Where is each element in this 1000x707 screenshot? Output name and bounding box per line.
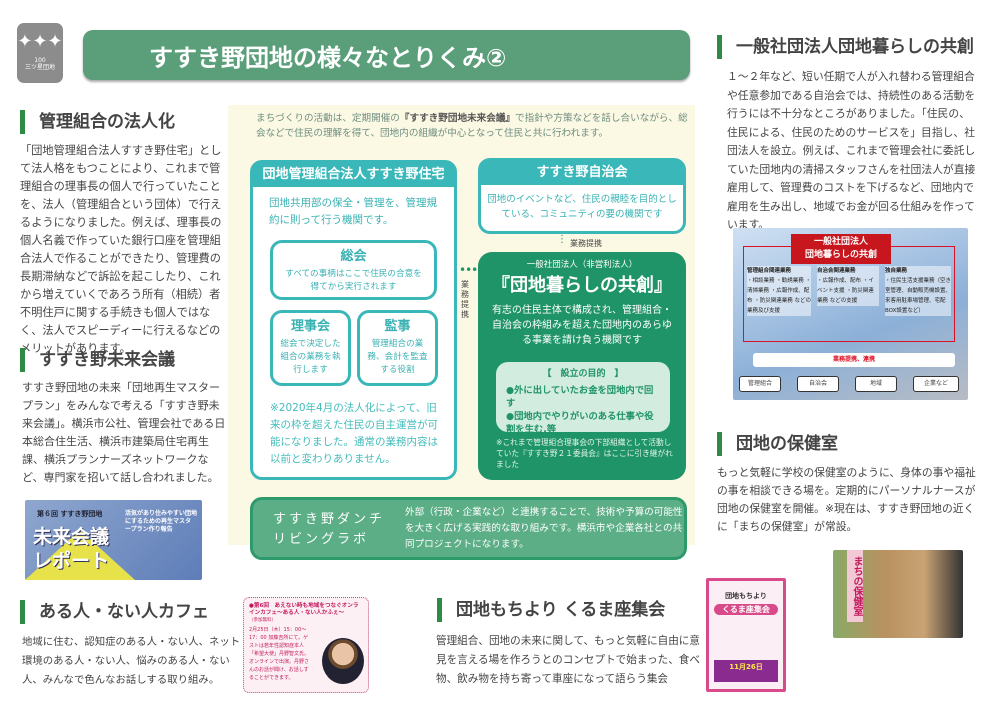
heading-houjinka: 管理組合の法人化 [20,110,175,134]
kanri-note: ※2020年4月の法人化によって、旧来の枠を超えた住民の自主運営が可能になりまし… [270,402,438,465]
heading-mirai-kaigi: すすき野未来会議 [20,348,175,372]
kanji-title: 監事 [384,319,411,334]
kyoso-type: 一般社団法人（非営利法人） [526,260,638,270]
text-kurashi-kyoso: １～２年など、短い任期で人が入れ替わる管理組合や任意参加である自治会では、持続性… [727,70,976,231]
logo-name: 三ツ星団地 [24,64,55,71]
purpose-item: ●団地内でやりがいのある仕事や役割を生む,等 [506,411,654,435]
sparkle-icon: ✦✦✦ [17,31,63,52]
cafe-card-title: ●第6回 あえない時も地域をつなぐオンラインカフェ～ある人・ない人かふぇ～ [249,603,359,616]
diagram-title: 一般社団法人団地暮らしの共創 [791,234,891,264]
poster-title-1: 団地もちより [725,592,767,600]
intro-text: まちづくりの活動は、定期開催の『すすき野団地未来会議』で指針や方策などを話し合い… [256,113,688,139]
diagram-node: 企業など [913,376,959,392]
report-title-2: レポート [33,550,110,572]
soukai-desc: すべての事柄はここで住民の合意を得てから実行されます [285,269,422,292]
rijikai-desc: 総会で決定した組合の業務を執行します [280,339,341,375]
living-lab-band: すすき野ダンチリビングラボ 外部（行政・企業など）と連携することで、技術や予算の… [250,497,687,560]
diagram-band: 業務提携、連携 [753,353,955,367]
cafe-event-card: ●第6回 あえない時も地域をつなぐオンラインカフェ～ある人・ない人かふぇ～ （参… [243,597,369,693]
poster-date: 11月26日 [714,660,778,682]
report-title-1: 未来会議 [33,526,110,548]
kanji-box: 監事 管理組合の業務、会計を監査する役割 [357,310,438,386]
kyoso-diagram-image: 一般社団法人団地暮らしの共創 管理組合関連業務・相談業務 ・勧誘業務 ・清掃業務… [733,228,968,400]
kyoso-desc: 有志の住民主体で構成され、管理組合・自治会の枠組みを超えた団地内のあらゆる事業を… [491,305,673,346]
jichikai-desc: 団地のイベントなど、住民の親睦を目的としている、コミュニティの要の機関です [487,194,677,220]
mochiyori-poster: 団地もちより くるま座集会 11月26日 [706,578,786,692]
link-dots: ⋮ [557,234,567,245]
logo-number: 100 [34,57,46,64]
kyoso-name: 『団地暮らしの共創』 [492,275,672,296]
kanji-desc: 管理組合の業務、会計を監査する役割 [367,339,428,375]
link-dots-horizontal: •••• [459,263,484,277]
kyoso-note: ※これまで管理組合理事会の下部組織として活動していた『すすき野２１委員会』はここ… [496,438,673,469]
purpose-box: 【 設立の目的 】 ●外に出していたお金を団地内で回す ●団地内でやりがいのある… [496,362,670,435]
text-hokenshitsu: もっと気軽に学校の保健室のように、身体の事や福祉の事を相談できる場を。定期的にパ… [717,466,976,533]
link-label-vertical: 業務提携 [461,280,469,319]
kanri-kumiai-header: 団地管理組合法人すすき野住宅 [253,163,454,187]
heading-mochiyori: 団地もちより くるま座集会 [437,598,665,622]
jichikai-header: すすき野自治会 [481,161,683,185]
text-mirai-kaigi: すすき野団地の未来「団地再生マスタープラン」をみんなで考える「すすき野未来会議」… [22,381,226,484]
guest-avatar [322,638,364,684]
hokenshitsu-sign: まちの保健室 [847,550,863,622]
diagram-node: 地域 [855,376,897,392]
page-title: すすき野団地の様々なとりくみ② [83,30,690,80]
link-label: 業務提携 [570,239,602,248]
jichikai-box: すすき野自治会 団地のイベントなど、住民の親睦を目的としている、コミュニティの要… [478,158,686,234]
text-mochiyori: 管理組合、団地の未来に関して、もっと気軽に自由に意見を言える場を作ろうとのコンセ… [436,635,700,685]
soukai-box: 総会 すべての事柄はここで住民の合意を得てから実行されます [270,240,437,300]
report-kicker: 第６回 すすき野団地 [37,510,103,518]
heading-kurashi-kyoso: 一般社団法人団地暮らしの共創 [717,35,974,59]
living-lab-logo: すすき野ダンチリビングラボ [273,512,386,547]
soukai-title: 総会 [340,249,367,264]
rijikai-title: 理事会 [290,319,330,334]
diagram-col: 自治会関連業務・広報作成、配布 ・イベント支援 ・防災関連業務 などの支援 [817,266,879,306]
diagram-node: 自治会 [797,376,839,392]
kanri-kumiai-desc: 団地共用部の保全・管理を、管理規約に則って行う機関です。 [269,197,437,226]
diagram-col: 管理組合関連業務・相談業務 ・勧誘業務 ・清掃業務 ・広報作成、配布 ・防災関連… [747,266,811,316]
cafe-card-sub: （参加無料） [249,618,276,623]
poster-title-2: くるま座集会 [714,604,778,615]
purpose-title: 【 設立の目的 】 [542,369,624,379]
text-houjinka: 「団地管理組合法人すすき野住宅」として法人格をもつことにより、これまで管理組合の… [20,144,222,355]
hokenshitsu-photo: まちの保健室 [833,550,963,638]
diagram-col: 独自業務・住民生活支援業務（空き室管理、自動販売機設置、来客用駐車場管理、宅配B… [885,266,952,316]
diagram-node: 管理組合 [739,376,781,392]
rijikai-box: 理事会 総会で決定した組合の業務を執行します [270,310,351,386]
heading-hokenshitsu: 団地の保健室 [717,432,838,456]
heading-cafe: ある人・ない人カフェ [20,600,209,624]
logo: ✦✦✦ 100 三ツ星団地 [17,23,63,83]
text-cafe: 地域に住む、認知症のある人・ない人、ネット環境のある人・ない人、悩みのある人・な… [22,636,241,686]
report-subtitle: 活気があり住みやすい団地にするための再生マスタープラン作り報告 [125,510,198,533]
purpose-item: ●外に出していたお金を団地内で回す [506,385,654,409]
cafe-card-body: 2月25日（木）15：00～17：00 加藤吉所にて。ゲストは若年性認知症本人「… [249,627,310,681]
living-lab-desc: 外部（行政・企業など）と連携することで、技術や予算の可能性を大きく広げる実践的な… [405,507,683,550]
mirai-kaigi-report-image: 第６回 すすき野団地 未来会議 レポート 活気があり住みやすい団地にするための再… [25,500,202,580]
